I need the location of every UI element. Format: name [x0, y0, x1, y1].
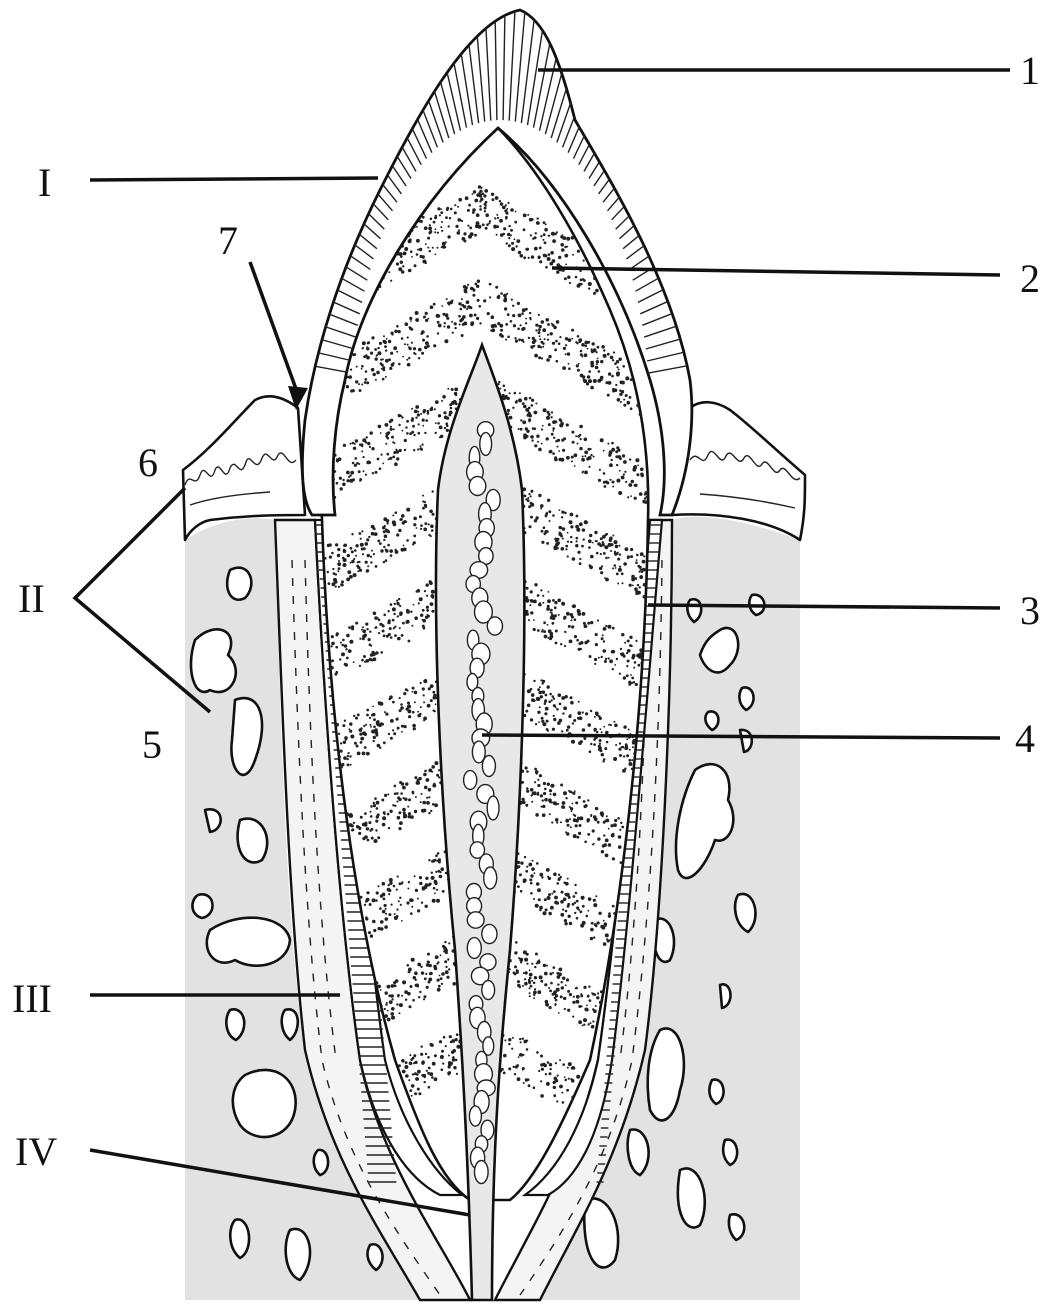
label-1: 1 — [1020, 48, 1040, 93]
label-2: 2 — [1020, 256, 1040, 301]
label-I: I — [38, 160, 51, 205]
label-7: 7 — [218, 218, 238, 263]
label-6: 6 — [138, 440, 158, 485]
label-4: 4 — [1015, 716, 1035, 761]
leader-I — [90, 178, 378, 180]
leader-7 — [250, 262, 300, 400]
label-3: 3 — [1020, 588, 1040, 633]
label-III: III — [12, 976, 52, 1021]
label-II: II — [18, 576, 45, 621]
right-labels: 1 2 3 4 — [1015, 48, 1040, 761]
label-IV: IV — [15, 1129, 57, 1174]
label-5: 5 — [142, 722, 162, 767]
